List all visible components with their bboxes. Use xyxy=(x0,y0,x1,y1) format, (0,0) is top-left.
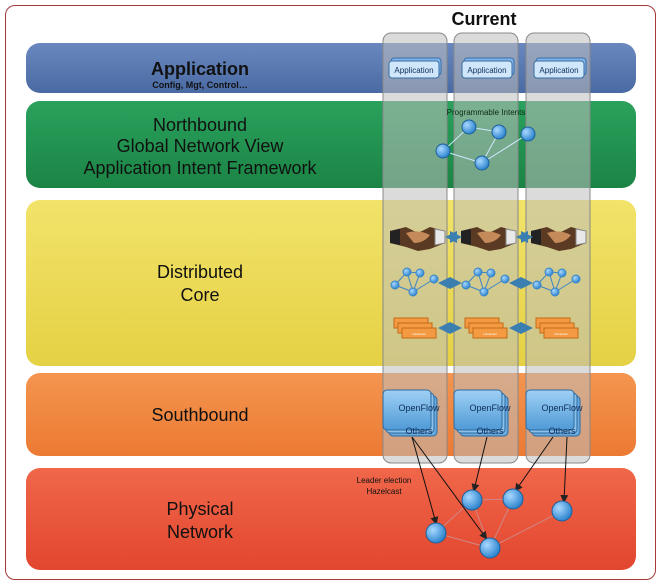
app-chip-label: Application xyxy=(539,66,578,75)
hazelcast-card-label: Hazelcast xyxy=(483,332,496,336)
handshake-icon xyxy=(531,227,587,251)
core-title: Core xyxy=(180,285,220,305)
network-title: Network xyxy=(166,522,233,542)
southbound-stack: OpenFlow Others xyxy=(453,389,511,437)
physical-network-layer xyxy=(26,468,636,570)
switch-node xyxy=(551,500,573,522)
handshake-icon xyxy=(390,227,446,251)
physical-title: Physical xyxy=(166,499,234,519)
app-chip-label: Application xyxy=(467,66,506,75)
distributed-title: Distributed xyxy=(156,262,244,282)
handshake-row xyxy=(390,227,587,251)
openflow-label: OpenFlow xyxy=(398,403,440,413)
others-label: Others xyxy=(548,426,576,436)
hazelcast-stack: Hazelcast xyxy=(393,317,437,339)
intent-node xyxy=(520,126,536,142)
southbound-stacks: OpenFlow Others OpenFlow Others OpenFlow… xyxy=(382,389,583,437)
leader-election-label: Leader election xyxy=(357,476,412,485)
intent-graph xyxy=(435,119,536,171)
application-chips: Application Application Application xyxy=(388,57,587,79)
control-arrow xyxy=(411,436,439,525)
global-network-view-label: Global Network View xyxy=(116,136,284,156)
switch-node xyxy=(479,537,501,559)
others-label: Others xyxy=(405,426,433,436)
intent-node xyxy=(491,124,507,140)
core-graph xyxy=(532,267,581,297)
northbound-title: Northbound xyxy=(152,115,248,135)
app-chip: Application xyxy=(388,57,442,79)
hazelcast-card-label: Hazelcast xyxy=(412,332,425,336)
control-arrow xyxy=(560,436,569,503)
hazelcast-label: Hazelcast xyxy=(366,487,402,496)
hazelcast-stack: Hazelcast xyxy=(464,317,508,339)
switch-node xyxy=(425,522,447,544)
hazelcast-stack: Hazelcast xyxy=(535,317,579,339)
control-arrow xyxy=(411,436,488,540)
core-graph xyxy=(461,267,510,297)
physical-network-graph xyxy=(411,436,573,559)
control-arrow xyxy=(471,436,488,492)
southbound-title: Southbound xyxy=(151,405,249,425)
intent-node xyxy=(435,143,451,159)
switch-node xyxy=(502,488,524,510)
handshake-icon xyxy=(461,227,517,251)
southbound-stack: OpenFlow Others xyxy=(525,389,583,437)
switch-node xyxy=(461,489,483,511)
outer-frame xyxy=(5,5,656,580)
app-chip: Application xyxy=(533,57,587,79)
intent-node xyxy=(474,155,490,171)
openflow-label: OpenFlow xyxy=(469,403,511,413)
app-chip: Application xyxy=(461,57,515,79)
southbound-stack: OpenFlow Others xyxy=(382,389,440,437)
app-chip-label: Application xyxy=(394,66,433,75)
core-graph xyxy=(390,267,439,297)
intent-node xyxy=(461,119,477,135)
application-subtitle: Config, Mgt, Control… xyxy=(152,80,248,90)
application-intent-framework-label: Application Intent Framework xyxy=(83,158,317,178)
others-label: Others xyxy=(476,426,504,436)
core-graph-row xyxy=(390,267,581,297)
current-label: Current xyxy=(451,9,517,29)
programmable-intents-label: Programmable Intents xyxy=(447,108,526,117)
control-arrow xyxy=(514,436,554,492)
openflow-label: OpenFlow xyxy=(541,403,583,413)
hazelcast-row: Hazelcast Hazelcast Hazelcast xyxy=(393,317,579,339)
hazelcast-card-label: Hazelcast xyxy=(554,332,567,336)
application-title: Application xyxy=(151,59,249,79)
